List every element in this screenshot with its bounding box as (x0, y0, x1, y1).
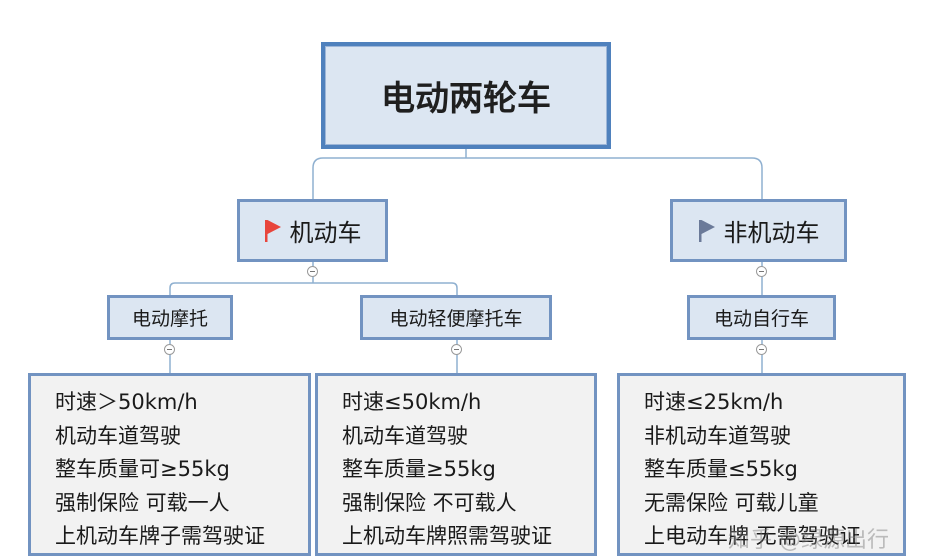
detail-line: 整车质量≥55kg (342, 457, 496, 481)
subtype-electric-motorcycle[interactable]: 电动摩托 (107, 295, 233, 340)
subtype-label: 电动摩托 (131, 308, 208, 330)
detail-line: 机动车道驾驶 (55, 423, 181, 448)
detail-line: 机动车道驾驶 (342, 423, 468, 448)
detail-line: 时速≤25km/h (644, 390, 784, 414)
details-electric-motorcycle: 时速＞50km/h 机动车道驾驶 整车质量可≥55kg 强制保险 可载一人 上机… (28, 373, 311, 556)
detail-line: 上机动车牌照需驾驶证 (342, 524, 552, 548)
detail-line: 强制保险 不可载人 (342, 490, 517, 515)
subtype-label: 电动自行车 (713, 308, 809, 330)
collapse-toggle-icon[interactable] (451, 344, 462, 355)
root-node[interactable]: 电动两轮车 (321, 42, 611, 149)
red-flag-icon (264, 218, 282, 244)
collapse-toggle-icon[interactable] (756, 266, 767, 277)
category-label: 非机动车 (723, 219, 820, 247)
detail-line: 非机动车道驾驶 (644, 423, 791, 448)
subtype-label: 电动轻便摩托车 (389, 308, 523, 330)
detail-line: 上机动车牌子需驾驶证 (55, 524, 265, 548)
detail-line: 无需保险 可载儿童 (644, 490, 819, 515)
root-label: 电动两轮车 (381, 79, 551, 119)
detail-line: 上电动车牌 无需驾驶证 (644, 524, 861, 548)
watermark: 知乎 @绿源出行 (728, 528, 889, 553)
category-motor-vehicle[interactable]: 机动车 (237, 199, 388, 262)
subtype-electric-bicycle[interactable]: 电动自行车 (687, 295, 836, 340)
detail-line: 时速＞50km/h (55, 390, 198, 414)
detail-line: 整车质量可≥55kg (55, 457, 230, 481)
details-electric-bicycle: 时速≤25km/h 非机动车道驾驶 整车质量≤55kg 无需保险 可载儿童 上电… (617, 373, 906, 556)
detail-line: 强制保险 可载一人 (55, 490, 230, 515)
detail-line: 时速≤50km/h (342, 390, 482, 414)
details-electric-moped: 时速≤50km/h 机动车道驾驶 整车质量≥55kg 强制保险 不可载人 上机动… (315, 373, 597, 556)
collapse-toggle-icon[interactable] (307, 266, 318, 277)
subtype-electric-moped[interactable]: 电动轻便摩托车 (360, 295, 552, 340)
category-label: 机动车 (289, 219, 362, 247)
collapse-toggle-icon[interactable] (164, 344, 175, 355)
detail-line: 整车质量≤55kg (644, 457, 798, 481)
category-non-motor-vehicle[interactable]: 非机动车 (670, 199, 847, 262)
gray-flag-icon (698, 218, 716, 244)
collapse-toggle-icon[interactable] (756, 344, 767, 355)
